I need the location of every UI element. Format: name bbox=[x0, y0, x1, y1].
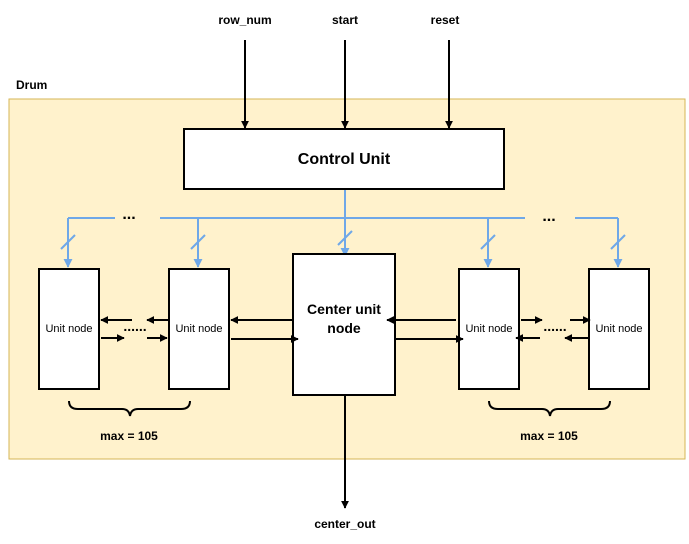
right-brace bbox=[488, 400, 611, 417]
bus-ellipsis-left: ... bbox=[122, 206, 135, 223]
right-chain-arrows bbox=[386, 316, 591, 343]
left-brace-label: max = 105 bbox=[100, 429, 158, 443]
unit-node-left-inner-label: Unit node bbox=[175, 323, 222, 335]
center-unit-node bbox=[292, 253, 396, 396]
row-num-label: row_num bbox=[218, 13, 271, 27]
left-brace bbox=[68, 400, 191, 417]
unit-node-right-outer-label: Unit node bbox=[595, 323, 642, 335]
unit-node-left-inner bbox=[168, 268, 230, 390]
left-chain-arrows bbox=[100, 316, 299, 343]
right-brace-label: max = 105 bbox=[520, 429, 578, 443]
center-unit-node-line1: Center unit bbox=[307, 301, 381, 317]
start-label: start bbox=[332, 13, 358, 27]
drum-label: Drum bbox=[16, 78, 47, 92]
center-unit-node-line2: node bbox=[327, 320, 361, 336]
control-bus bbox=[60, 190, 626, 268]
unit-node-right-inner bbox=[458, 268, 520, 390]
chain-ellipsis-right: ...... bbox=[543, 318, 566, 334]
center-out-label: center_out bbox=[314, 517, 375, 531]
unit-node-right-outer bbox=[588, 268, 650, 390]
control-unit-box bbox=[183, 128, 505, 190]
bus-ellipsis-right: ... bbox=[542, 208, 555, 225]
reset-label: reset bbox=[431, 13, 460, 27]
unit-node-left-outer-label: Unit node bbox=[45, 323, 92, 335]
chain-ellipsis-left: ...... bbox=[123, 318, 146, 334]
unit-node-right-inner-label: Unit node bbox=[465, 323, 512, 335]
unit-node-left-outer bbox=[38, 268, 100, 390]
control-unit-label: Control Unit bbox=[298, 151, 391, 168]
